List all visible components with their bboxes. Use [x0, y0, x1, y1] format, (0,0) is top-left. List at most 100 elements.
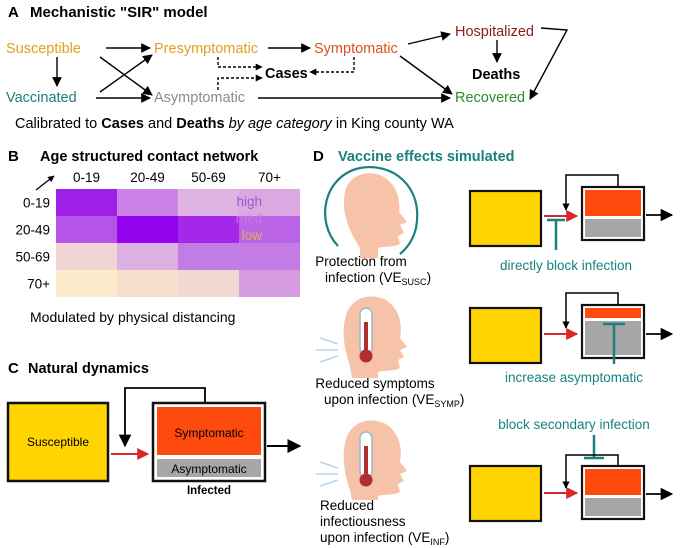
calib-cases: Cases: [101, 116, 144, 132]
calib-by-age: by age category: [225, 116, 333, 132]
protection-head-icon: [324, 166, 419, 258]
effect-1-line1: Protection from: [315, 254, 407, 269]
matrix-cell-r2-c1: [117, 243, 178, 270]
matrix-cell-r1-c1: [117, 216, 178, 243]
arrow-asym-cases: [217, 74, 263, 90]
panel-c: C Natural dynamics Susceptible Symptomat…: [6, 360, 302, 497]
panel-a-letter: A: [8, 4, 19, 21]
diagram-block-infection: directly block infection: [468, 174, 674, 273]
col-label: 0-19: [73, 170, 100, 185]
effect-1-line2: infection (VESUSC): [325, 270, 431, 287]
matrix-corner-arrow: [35, 175, 55, 191]
panel-b-letter: B: [8, 148, 19, 165]
infected-label: Infected: [187, 485, 231, 497]
row-label: 20-49: [15, 223, 50, 238]
d3-asymptomatic-fill: [585, 498, 641, 516]
panel-a: A Mechanistic "SIR" model Susceptible Va…: [6, 4, 569, 132]
d1-symptomatic-fill: [585, 190, 641, 216]
row-label: 50-69: [15, 250, 50, 265]
panel-c-title: Natural dynamics: [28, 361, 149, 377]
effect-3-line3: upon infection (VEINF): [320, 530, 449, 547]
d2-symptomatic-fill: [585, 308, 641, 318]
calib-deaths: Deaths: [176, 116, 224, 132]
effect-1-close: ): [427, 270, 432, 285]
asymptomatic-fill: [157, 459, 261, 477]
matrix-cell-r0-c2: [178, 189, 239, 216]
effect-2-sub: SYMP: [434, 399, 460, 409]
effect-3-line2: infectiousness: [320, 514, 406, 529]
matrix-cell-r2-c3: [239, 243, 300, 270]
effect-3-line1: Reduced: [320, 498, 374, 513]
effect-3-sub: INF: [430, 537, 445, 547]
d3-symptomatic-fill: [585, 469, 641, 495]
effect-1-line2-text: infection (VE: [325, 270, 402, 285]
panel-b-title: Age structured contact network: [40, 149, 259, 165]
arrow-sym-cases: [309, 57, 355, 76]
col-label: 70+: [258, 170, 281, 185]
feedback-arrow: [118, 387, 206, 448]
panel-d: D Vaccine effects simulated Protection f…: [313, 148, 674, 547]
panel-d-title: Vaccine effects simulated: [338, 149, 515, 165]
d2-feedback-arrow: [562, 292, 619, 329]
matrix-cell-r2-c0: [56, 243, 117, 270]
panel-a-arrows: [52, 27, 569, 103]
panel-b-caption: Modulated by physical distancing: [30, 309, 235, 325]
matrix-cell-r1-c3: [239, 216, 300, 243]
matrix-cell-r3-c0: [56, 270, 117, 297]
matrix-cell-r3-c3: [239, 270, 300, 297]
arrow-hosp-rec: [529, 27, 569, 100]
arrow-sym-hosp: [407, 31, 451, 45]
node-deaths: Deaths: [472, 67, 520, 83]
asymptomatic-label: Asymptomatic: [171, 462, 246, 476]
node-presymptomatic: Presymptomatic: [154, 41, 258, 57]
panel-a-title: Mechanistic "SIR" model: [30, 4, 208, 21]
susceptible-box: [6, 401, 110, 483]
contact-matrix: [56, 189, 300, 297]
node-asymptomatic: Asymptomatic: [154, 90, 245, 106]
diagram-increase-asymptomatic: increase asymptomatic: [468, 292, 674, 385]
legend-high: high: [236, 194, 262, 209]
node-susceptible: Susceptible: [6, 41, 81, 57]
effect-3-close: ): [445, 530, 450, 545]
d2-susceptible-box: [468, 306, 543, 365]
susceptible-box-label: Susceptible: [27, 435, 89, 449]
calibration-text: Calibrated to Cases and Deaths by age ca…: [15, 116, 454, 132]
symptomatic-fill: [157, 407, 261, 455]
row-label: 70+: [27, 277, 50, 292]
infectiousness-head-icon: [316, 420, 407, 500]
symptomatic-label: Symptomatic: [174, 426, 243, 440]
effect-2-line2: upon infection (VESYMP): [324, 392, 464, 409]
protection-shield-arc: [324, 166, 419, 255]
calib-and: and: [144, 116, 176, 132]
col-label: 20-49: [130, 170, 165, 185]
diagram-block-secondary: block secondary infection: [468, 417, 674, 523]
panel-b: B Age structured contact network 0-19 20-…: [8, 148, 300, 325]
calib-prefix: Calibrated to: [15, 116, 101, 132]
effect-2-mechanism: increase asymptomatic: [505, 370, 643, 385]
d3-susceptible-box: [468, 464, 543, 523]
panel-d-letter: D: [313, 148, 324, 165]
matrix-cell-r0-c3: [239, 189, 300, 216]
breath-lines: [316, 461, 339, 487]
effect-2-close: ): [460, 392, 465, 407]
node-symptomatic: Symptomatic: [314, 41, 398, 57]
calib-suffix: in King county WA: [332, 116, 454, 132]
matrix-cell-r2-c2: [178, 243, 239, 270]
d1-feedback-arrow: [562, 174, 619, 211]
effect-1-sub: SUSC: [402, 277, 428, 287]
d1-susceptible-box: [468, 189, 543, 248]
matrix-cell-r0-c1: [117, 189, 178, 216]
node-hospitalized: Hospitalized: [455, 24, 534, 40]
symptoms-head-icon: [316, 296, 407, 378]
node-cases: Cases: [265, 66, 308, 82]
matrix-cell-r3-c2: [178, 270, 239, 297]
effect-2-line1: Reduced symptoms: [315, 376, 435, 391]
legend-low: low: [242, 228, 263, 243]
panel-c-letter: C: [8, 360, 19, 377]
effect-3-mechanism: block secondary infection: [498, 417, 650, 432]
node-vaccinated: Vaccinated: [6, 90, 77, 106]
cough-lines: [316, 337, 339, 363]
